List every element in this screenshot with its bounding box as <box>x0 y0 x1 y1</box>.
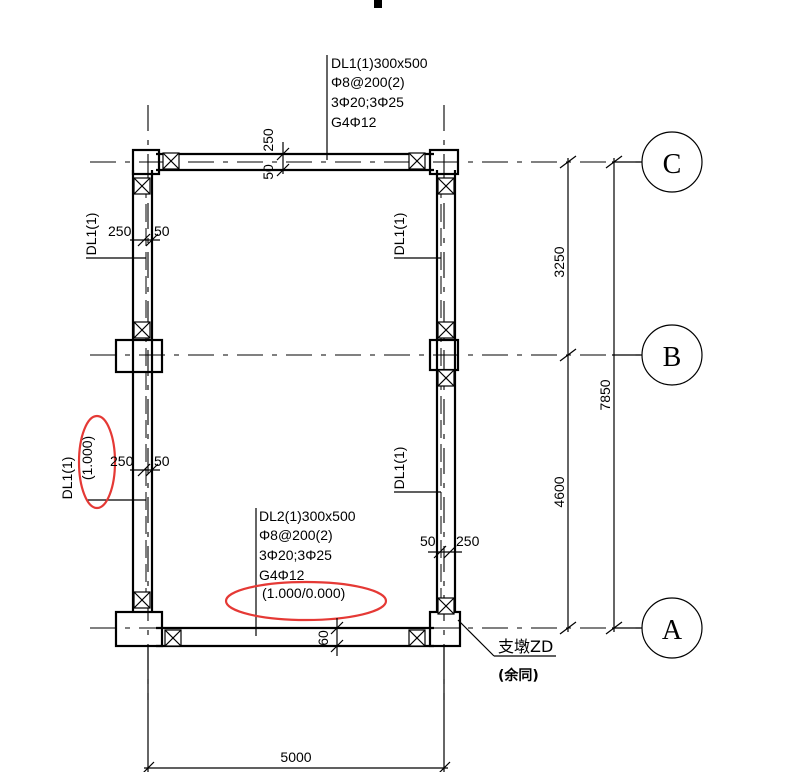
dimension-vertical: 3250 4600 7850 <box>551 155 623 635</box>
dl2-line5: (1.000/0.000) <box>262 585 345 601</box>
dimension-horizontal: 5000 <box>143 646 451 772</box>
dl1-left-upper: DL1(1) <box>83 213 99 256</box>
axis-bubble-b: B <box>612 324 703 386</box>
axis-label-c: C <box>663 149 682 180</box>
axis-label-a: A <box>662 615 683 646</box>
cropped-heading-fragment <box>374 0 382 8</box>
axis-bubble-c: C <box>612 131 703 193</box>
left-upper-250: 250 <box>108 223 132 239</box>
right-dim-50: 50 <box>420 533 436 549</box>
dl1-top-line1: DL1(1)300x500 <box>331 55 428 71</box>
dl1-right-lower: DL1(1) <box>391 447 407 490</box>
left-upper-50: 50 <box>154 223 170 239</box>
dim-5000: 5000 <box>280 749 311 765</box>
dl1-left-lower: DL1(1) <box>59 457 75 500</box>
highlight-dl2-elevation <box>224 580 388 622</box>
pier-note: 支墩ZD (余同) <box>457 619 556 684</box>
right-dim-250: 250 <box>456 533 480 549</box>
grid-lines <box>90 105 640 700</box>
annotation-left-upper: DL1(1) 250 50 <box>83 213 170 259</box>
dl1-top-line2: Φ8@200(2) <box>331 74 405 90</box>
dl2-line2: Φ8@200(2) <box>259 527 333 543</box>
left-elevation: (1.000) <box>79 436 95 480</box>
top-dim-250: 250 <box>260 128 276 152</box>
pier-note-line1: 支墩ZD <box>498 637 553 656</box>
annotation-right-lower: DL1(1) 50 250 <box>391 447 480 559</box>
beams <box>131 152 457 648</box>
left-lower-250: 250 <box>110 453 134 469</box>
pier-crosses <box>133 152 455 647</box>
dl1-right-upper: DL1(1) <box>391 213 407 256</box>
bottom-dim-60: 60 <box>315 630 331 646</box>
dl1-top-line4: G4Φ12 <box>331 114 377 130</box>
dl1-top-line3: 3Φ20;3Φ25 <box>331 94 404 110</box>
annotation-dl2: DL2(1)300x500 Φ8@200(2) 3Φ20;3Φ25 G4Φ12 … <box>224 508 388 656</box>
dim-7850: 7850 <box>597 379 613 410</box>
dim-4600: 4600 <box>551 476 567 507</box>
dim-3250: 3250 <box>551 246 567 277</box>
pier-note-line2: (余同) <box>498 667 539 684</box>
top-dim-50: 50 <box>260 164 276 180</box>
annotation-right-upper: DL1(1) <box>391 213 441 259</box>
annotation-dl1-top: DL1(1)300x500 Φ8@200(2) 3Φ20;3Φ25 G4Φ12 … <box>260 55 428 180</box>
dl2-line4: G4Φ12 <box>259 567 305 583</box>
annotation-left-lower: DL1(1) (1.000) 250 50 <box>59 414 170 510</box>
highlight-left-elevation <box>77 414 117 510</box>
dl2-line3: 3Φ20;3Φ25 <box>259 547 332 563</box>
axis-bubble-a: A <box>612 597 703 659</box>
axis-label-b: B <box>663 342 682 373</box>
dl2-line1: DL2(1)300x500 <box>259 508 356 524</box>
left-lower-50: 50 <box>154 453 170 469</box>
